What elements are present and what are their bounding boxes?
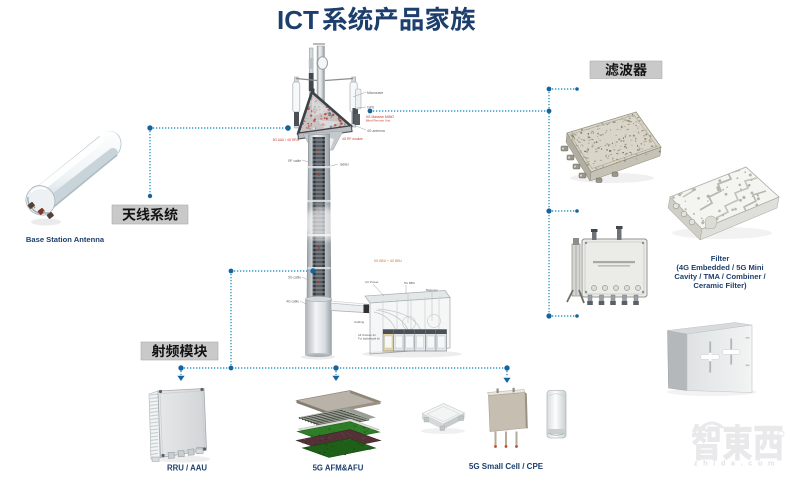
svg-text:ladder: ladder xyxy=(340,163,350,167)
svg-text:zhida.com: zhida.com xyxy=(694,459,780,468)
svg-text:Cavity / TMA / Combiner /: Cavity / TMA / Combiner / xyxy=(674,272,766,281)
svg-text:GPS: GPS xyxy=(367,106,375,110)
svg-text:4G antenna: 4G antenna xyxy=(367,129,385,133)
svg-text:Batteries: Batteries xyxy=(426,288,438,292)
svg-text:Cabling: Cabling xyxy=(354,320,365,324)
svg-text:5G Small Cell / CPE: 5G Small Cell / CPE xyxy=(469,462,544,471)
svg-text:AC Power: AC Power xyxy=(365,280,379,284)
svg-text:Base Station Antenna: Base Station Antenna xyxy=(26,235,105,244)
svg-text:RRU / AAU: RRU / AAU xyxy=(167,464,207,473)
svg-text:5G AAU / 4G RRU: 5G AAU / 4G RRU xyxy=(273,138,300,142)
svg-text:All Outdoor kit: All Outdoor kit xyxy=(358,333,376,337)
svg-text:5G AFM&AFU: 5G AFM&AFU xyxy=(313,464,364,473)
svg-text:Microwave: Microwave xyxy=(367,91,383,95)
svg-text:Blind Remote Unit: Blind Remote Unit xyxy=(366,119,390,123)
svg-text:4G cable: 4G cable xyxy=(286,300,299,304)
svg-text:Ceramic Filter): Ceramic Filter) xyxy=(693,281,747,290)
svg-text:(4G Embedded / 5G Mini: (4G Embedded / 5G Mini xyxy=(676,263,763,272)
svg-text:5G Massive MIMO: 5G Massive MIMO xyxy=(366,115,394,119)
svg-text:4G RF module: 4G RF module xyxy=(342,137,363,141)
svg-text:For lightweight kit: For lightweight kit xyxy=(358,337,380,341)
svg-text:ICT: ICT xyxy=(277,5,319,35)
svg-text:5G BBU + 4G BBU: 5G BBU + 4G BBU xyxy=(374,259,403,263)
svg-text:5G cable: 5G cable xyxy=(288,276,301,280)
svg-text:RF cable: RF cable xyxy=(288,159,301,163)
svg-text:Filter: Filter xyxy=(711,254,730,263)
svg-text:5G BBU: 5G BBU xyxy=(404,281,415,285)
